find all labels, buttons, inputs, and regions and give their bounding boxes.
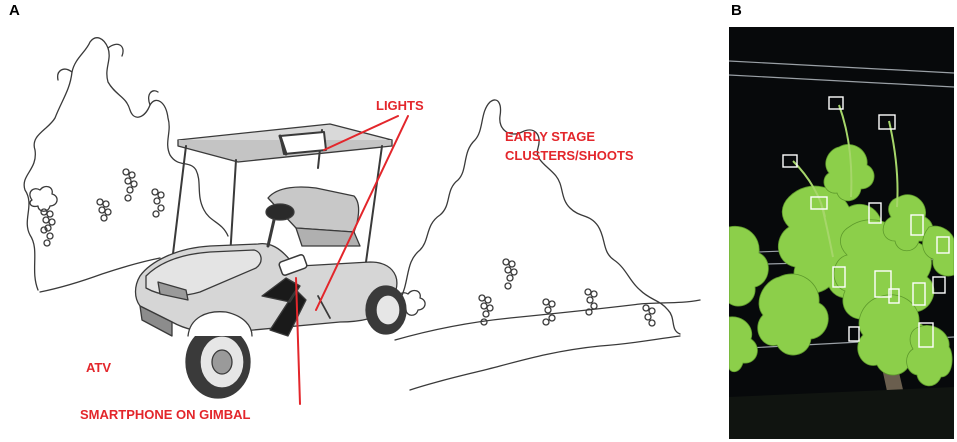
- detection-box: [936, 236, 950, 254]
- detection-box: [888, 288, 900, 304]
- vine-leaf-8: [906, 325, 953, 387]
- vine-leaf-6: [823, 144, 875, 202]
- right-vine-outline: [399, 99, 681, 335]
- lights-label: LIGHTS: [376, 98, 424, 113]
- vine-leaf-3: [729, 225, 769, 307]
- right-grape-cluster-5: [642, 304, 656, 327]
- right-vine-mid-outline: [409, 335, 681, 391]
- atv-steering-wheel: [265, 203, 295, 221]
- panel-a-letter: A: [9, 2, 20, 19]
- left-vine-upper-tendrils: [57, 43, 159, 106]
- detection-box: [912, 282, 926, 306]
- early-stage-label-line1: EARLY STAGE: [505, 129, 596, 144]
- smartphone-pointer-line: [295, 277, 301, 405]
- detection-box: [910, 214, 924, 236]
- left-vine-outline-inner: [39, 257, 161, 293]
- trellis-wire-2: [729, 74, 954, 88]
- early-stage-label-line2: CLUSTERS/SHOOTS: [505, 148, 634, 163]
- atv-light-box: [279, 131, 327, 155]
- night-vine-photo: [729, 27, 954, 439]
- right-vine-lower-outline: [394, 299, 701, 341]
- left-grape-cluster-1: [40, 208, 56, 247]
- left-grape-cluster-2: [96, 198, 112, 222]
- detection-box: [782, 154, 798, 168]
- detection-box: [918, 322, 934, 348]
- atv-label: ATV: [86, 360, 112, 375]
- night-vine-photo-drawing: [729, 60, 954, 439]
- detection-box: [932, 276, 946, 294]
- left-grape-cluster-4: [151, 188, 165, 218]
- lights-pointer-line-1: [323, 115, 399, 151]
- smartphone: [278, 254, 308, 276]
- vine-leaf-10: [922, 225, 954, 277]
- trellis-wire-1: [729, 60, 954, 74]
- right-grape-cluster-4: [584, 288, 598, 316]
- atv-gimbal: [261, 277, 307, 337]
- detection-box: [874, 270, 892, 298]
- detection-box: [828, 96, 844, 110]
- detection-box: [848, 326, 860, 342]
- detection-box: [810, 196, 828, 210]
- vine-leaf-4: [757, 273, 829, 356]
- lights-pointer-line-2: [315, 115, 409, 311]
- right-grape-cluster-2: [502, 258, 518, 290]
- smartphone-on-gimbal-label: SMARTPHONE ON GIMBAL: [80, 407, 251, 422]
- atv-vehicle: [134, 123, 407, 399]
- detection-box: [868, 202, 882, 224]
- vine-leaf-9: [729, 316, 758, 373]
- right-grape-cluster-1: [478, 294, 494, 326]
- left-grape-leaf: [29, 185, 58, 212]
- vineyard-atv-illustration: [23, 37, 701, 405]
- panel-b-letter: B: [731, 2, 742, 19]
- detection-box: [832, 266, 846, 288]
- detection-box: [878, 114, 896, 130]
- right-grape-cluster-3: [542, 298, 556, 326]
- vine-leaf-7: [882, 194, 934, 252]
- atv-grille: [139, 305, 173, 337]
- left-grape-cluster-3: [122, 168, 138, 202]
